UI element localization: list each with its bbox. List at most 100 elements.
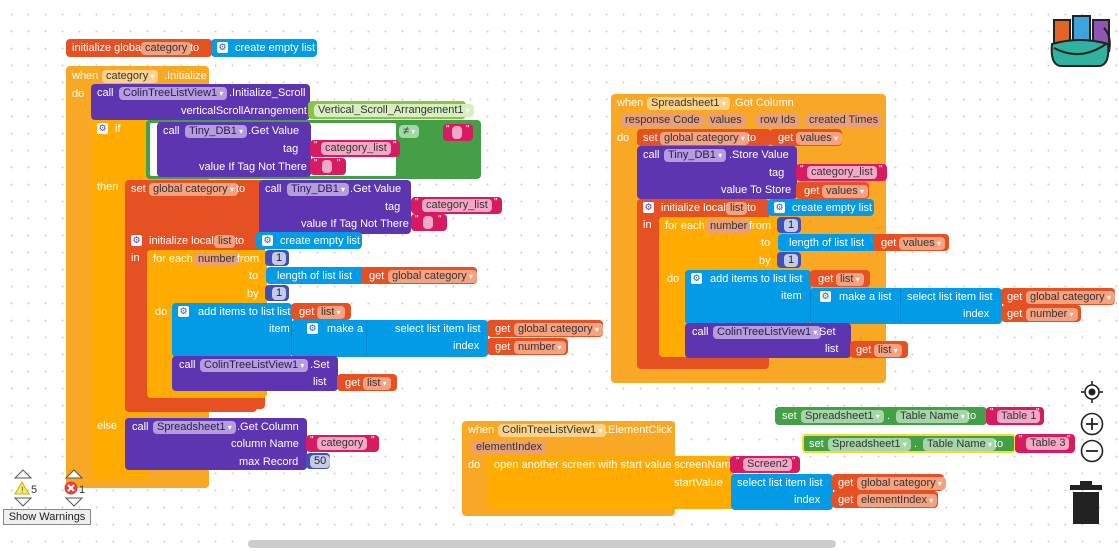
global-var-dropdown[interactable]: global category	[660, 132, 749, 145]
empty-text-field[interactable]	[452, 126, 462, 139]
local-var-name[interactable]: list	[726, 202, 748, 215]
select-list-item-block-3[interactable]: select list item list index	[731, 474, 833, 510]
set-table-name-block-1[interactable]: set Spreadsheet1 . Table Name to	[775, 407, 987, 425]
get-values-block-3[interactable]: get values	[873, 234, 949, 251]
param-values[interactable]: values	[706, 114, 746, 127]
default-text-field[interactable]	[423, 216, 433, 229]
select-list-item-block-2[interactable]: select list item list index	[900, 288, 1002, 324]
component-dropdown[interactable]: Spreadsheet1	[828, 438, 911, 451]
get-var-dropdown[interactable]: global category	[1026, 291, 1115, 304]
get-global-category-block-3[interactable]: get global category	[1001, 288, 1115, 305]
initialize-scroll-call[interactable]: call ColinTreeListView1 .Initialize_Scro…	[91, 84, 310, 120]
add-items-to-list-block[interactable]: ⚙ add items to list list item	[172, 303, 292, 357]
param-response-code[interactable]: response Code	[621, 114, 704, 127]
mutator-gear-icon[interactable]: ⚙	[643, 202, 654, 213]
get-list-block-3[interactable]: get list	[810, 270, 870, 287]
table-1-text-block[interactable]: " Table 1 "	[986, 407, 1044, 425]
warning-next-icon[interactable]	[13, 497, 33, 507]
from-number-block-2[interactable]: 1	[777, 217, 801, 233]
get-list-block[interactable]: get list	[291, 303, 351, 320]
vertical-scroll-arrangement-block[interactable]: Vertical_Scroll_Arrangement1	[308, 101, 474, 119]
length-of-list-block-2[interactable]: length of list list	[778, 234, 878, 251]
tinydb-store-value-call[interactable]: call Tiny_DB1 .Store Value tag value To …	[637, 146, 797, 199]
component-dropdown[interactable]: ColinTreeListView1	[119, 87, 228, 100]
get-var-dropdown[interactable]: list	[363, 377, 391, 390]
get-var-dropdown[interactable]: values	[796, 132, 843, 145]
gear-icon[interactable]: ⚙	[307, 323, 318, 334]
loop-var-name[interactable]: number	[706, 220, 752, 233]
get-var-dropdown[interactable]: global category	[388, 270, 477, 283]
by-number[interactable]: 1	[784, 254, 799, 267]
max-record-number-block[interactable]: 50	[306, 453, 331, 469]
event-component-dropdown[interactable]: Spreadsheet1	[647, 97, 730, 110]
mutator-gear-icon[interactable]: ⚙	[97, 123, 108, 134]
horizontal-scrollbar[interactable]	[248, 540, 836, 548]
event-component-dropdown[interactable]: category	[102, 70, 159, 83]
spreadsheet-get-column-call[interactable]: call Spreadsheet1 .Get Column column Nam…	[125, 418, 307, 470]
get-var-dropdown[interactable]: list	[874, 344, 902, 357]
param-element-index[interactable]: elementIndex	[472, 441, 547, 454]
trash-icon[interactable]	[1069, 481, 1103, 525]
tag-text-block-2[interactable]: " category_list "	[411, 197, 502, 214]
from-number-block[interactable]: 1	[265, 250, 289, 266]
tinydb-get-value-call-2[interactable]: call Tiny_DB1 .Get Value tag value If Ta…	[259, 180, 411, 234]
tag-text-field[interactable]: category_list	[807, 166, 877, 179]
get-var-dropdown[interactable]: global category	[857, 477, 946, 490]
get-number-block[interactable]: get number	[487, 338, 568, 355]
open-another-screen-block[interactable]: open another screen with start value scr…	[488, 456, 737, 509]
param-created-times[interactable]: created Times	[805, 114, 883, 127]
gear-icon[interactable]: ⚙	[774, 202, 785, 213]
get-values-block-2[interactable]: get values	[796, 182, 869, 199]
property-dropdown[interactable]: Table Name	[923, 438, 996, 451]
get-var-dropdown[interactable]: number	[1026, 308, 1078, 321]
tag-text-block-3[interactable]: " category_list "	[796, 164, 887, 181]
get-var-dropdown[interactable]: values	[899, 237, 946, 250]
error-next-icon[interactable]	[64, 497, 84, 507]
show-warnings-button[interactable]: Show Warnings	[3, 509, 91, 525]
column-name-field[interactable]: category	[317, 437, 368, 450]
from-number[interactable]: 1	[272, 252, 287, 265]
get-var-dropdown[interactable]: list	[836, 273, 864, 286]
by-number[interactable]: 1	[272, 287, 287, 300]
get-global-category-block-2[interactable]: get global category	[487, 320, 603, 337]
tinydb-dropdown[interactable]: Tiny_DB1	[185, 125, 248, 138]
gear-icon[interactable]: ⚙	[217, 42, 228, 53]
add-items-to-list-block-2[interactable]: ⚙ add items to list list item	[685, 270, 811, 324]
by-number-block[interactable]: 1	[265, 285, 289, 301]
get-element-index-block[interactable]: get elementIndex	[832, 491, 938, 508]
arrangement-dropdown[interactable]: Vertical_Scroll_Arrangement1	[314, 104, 474, 117]
component-dropdown[interactable]: Spreadsheet1	[801, 410, 884, 423]
gear-icon[interactable]: ⚙	[691, 273, 702, 284]
gear-icon[interactable]: ⚙	[178, 306, 189, 317]
error-prev-icon[interactable]	[64, 469, 84, 479]
get-values-block[interactable]: get values	[770, 129, 843, 146]
tinydb-get-value-call[interactable]: call Tiny_DB1 .Get Value tag value If Ta…	[157, 122, 311, 177]
create-empty-list-block-3[interactable]: ⚙ create empty list	[768, 199, 874, 216]
get-number-block-2[interactable]: get number	[1001, 305, 1081, 322]
create-empty-list-block-2[interactable]: ⚙ create empty list	[256, 232, 362, 249]
spreadsheet-dropdown[interactable]: Spreadsheet1	[153, 421, 236, 434]
get-var-dropdown[interactable]: list	[317, 306, 345, 319]
property-dropdown[interactable]: Table Name	[896, 410, 969, 423]
get-var-dropdown[interactable]: global category	[514, 323, 603, 336]
table-name-field[interactable]: Table 3	[1026, 437, 1070, 450]
by-number-block-2[interactable]: 1	[777, 252, 801, 268]
table-3-text-block[interactable]: " Table 3 "	[1015, 434, 1075, 453]
listview-set-call[interactable]: call ColinTreeListView1 .Set list	[172, 356, 338, 391]
param-row-ids[interactable]: row Ids	[756, 114, 800, 127]
screen-name-text-block[interactable]: " Screen2 "	[730, 456, 800, 473]
gear-icon[interactable]: ⚙	[262, 235, 273, 246]
compare-empty-text[interactable]: " "	[443, 124, 473, 141]
gear-icon[interactable]: ⚙	[820, 291, 831, 302]
get-global-category-block[interactable]: get global category	[361, 267, 477, 284]
mutator-gear-icon[interactable]: ⚙	[131, 235, 142, 246]
get-var-dropdown[interactable]: number	[514, 341, 566, 354]
get-list-block-2[interactable]: get list	[337, 374, 397, 391]
tag-text-field[interactable]: category_list	[422, 199, 492, 212]
default-text-field[interactable]	[322, 160, 332, 173]
make-a-list-block-2[interactable]: ⚙ make a list	[810, 288, 905, 324]
get-list-block-4[interactable]: get list	[850, 341, 908, 358]
set-global-category-block-2[interactable]: set global category to	[637, 129, 771, 146]
operator-dropdown[interactable]: ≠	[399, 125, 420, 138]
default-text-block-2[interactable]: " "	[411, 214, 447, 231]
